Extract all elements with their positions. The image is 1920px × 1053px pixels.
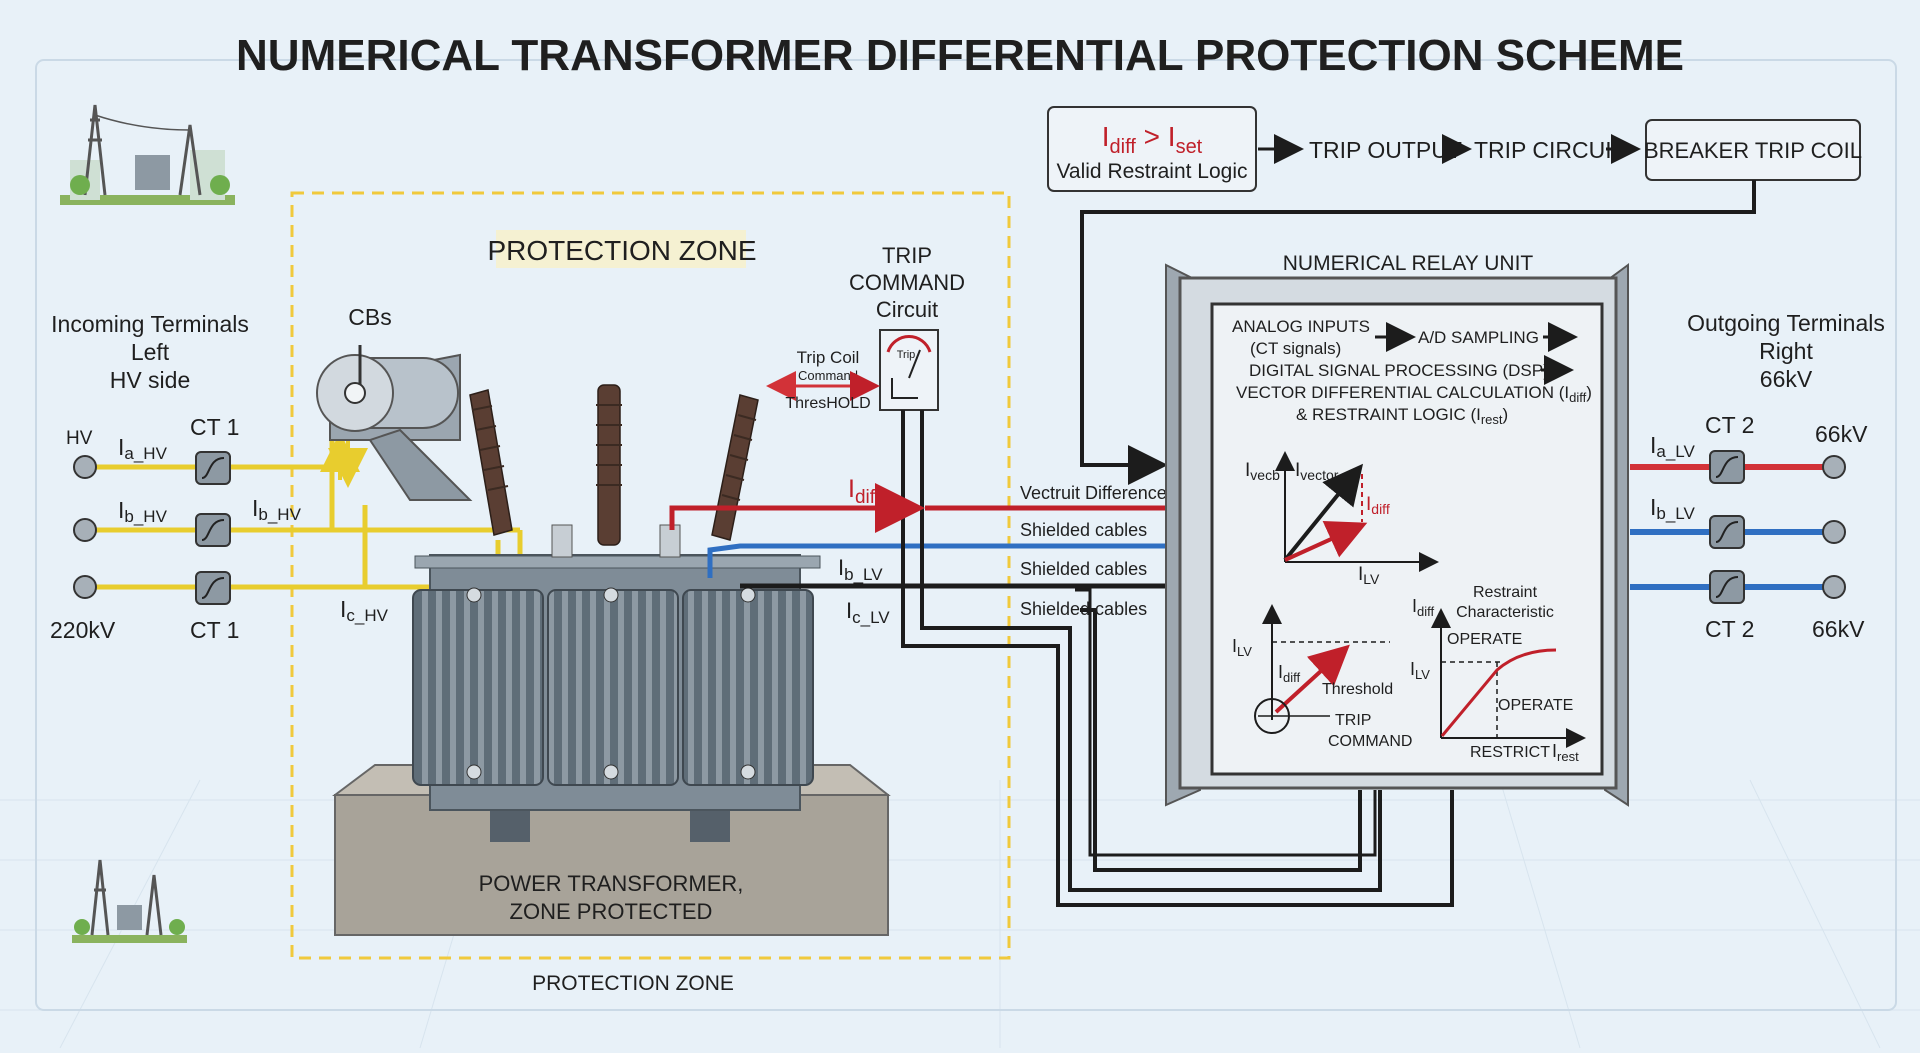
shielded-cables-2: Shielded cables — [1020, 559, 1147, 579]
trip-condition: Idiff > Iset — [1102, 121, 1203, 158]
trip-logic-chain: Idiff > Iset Valid Restraint Logic TRIP … — [1047, 106, 1862, 192]
shielded-cables-3: Shielded cables — [1020, 599, 1147, 619]
restraint-char-title-2: Characteristic — [1456, 604, 1554, 621]
shielded-cables-1: Shielded cables — [1020, 520, 1147, 540]
irest-label: Irest — [1552, 741, 1579, 764]
restraint-ilv-label: ILV — [1410, 659, 1430, 682]
trip-command-line3: Circuit — [876, 297, 938, 322]
idiff-label: Idiff — [848, 475, 881, 508]
threshold-idiff-label: Idiff — [1278, 662, 1301, 685]
protection-zone-border — [290, 191, 1011, 960]
incoming-title-1: Incoming Terminals — [51, 311, 249, 337]
breaker-trip-coil-label: BREAKER TRIP COIL — [1644, 138, 1862, 163]
vector-difference-label: Vectruit Difference — [1020, 483, 1167, 503]
power-transformer: POWER TRANSFORMER, ZONE PROTECTED — [332, 384, 891, 936]
incoming-title-3: HV side — [110, 367, 191, 393]
threshold-plot: ILV Idiff Threshold TRIP COMMAND — [1232, 604, 1412, 750]
kv-bottom-label: 66kV — [1812, 616, 1865, 642]
trip-command-circuit: TRIP COMMAND Circuit Trip Trip Coil Comm… — [766, 243, 965, 412]
ivector-label: Ivector — [1295, 460, 1339, 483]
ct1-top-label: CT 1 — [190, 414, 239, 440]
trip-circuit-label: TRIP CIRCUIT — [1474, 137, 1626, 163]
outgoing-terminals: Outgoing Terminals Right 66kV Ia_LV Ib_L… — [1630, 310, 1885, 642]
trip-coil-label: Trip Coil — [797, 348, 860, 367]
protection-zone-bottom-label: PROTECTION ZONE — [532, 972, 734, 995]
ct2-top-label: CT 2 — [1705, 412, 1754, 438]
operate-mid-label: OPERATE — [1498, 697, 1573, 714]
restrict-label: RESTRICT — [1470, 744, 1550, 761]
ad-sampling-label: A/D SAMPLING — [1418, 328, 1539, 347]
diagram-title: NUMERICAL TRANSFORMER DIFFERENTIAL PROTE… — [236, 31, 1684, 80]
trip-command-line2: COMMAND — [849, 270, 965, 295]
ia-hv-label: Ia_HV — [118, 434, 168, 463]
circuit-breaker — [316, 345, 473, 501]
restraint-logic-label: & RESTRAINT LOGIC (Irest) — [1296, 405, 1508, 427]
ct1-symbols — [195, 451, 231, 605]
trip-meter-label: Trip — [897, 349, 916, 361]
operate-top-label: OPERATE — [1447, 631, 1522, 648]
analog-inputs-label: ANALOG INPUTS — [1232, 317, 1370, 336]
substation-icon-small — [72, 859, 187, 943]
trip-coil-command-label: Command — [798, 368, 858, 383]
vector-calc-label: VECTOR DIFFERENTIAL CALCULATION (Idiff) — [1236, 383, 1592, 405]
transformer-label-2: ZONE PROTECTED — [510, 899, 713, 924]
ia-lv-label: Ia_LV — [1650, 432, 1695, 461]
background-grid — [0, 779, 1920, 1049]
substation-icon — [60, 104, 235, 205]
trip-output-label: TRIP OUTPUT — [1309, 137, 1462, 163]
signal-wires — [669, 410, 1454, 907]
incoming-voltage: 220kV — [50, 617, 116, 643]
transformer-label-1: POWER TRANSFORMER, — [479, 871, 744, 896]
dsp-label: DIGITAL SIGNAL PROCESSING (DSP) — [1249, 361, 1549, 380]
frame-border — [35, 59, 1897, 1011]
valid-restraint-logic: Valid Restraint Logic — [1056, 160, 1247, 183]
ct1-bottom-label: CT 1 — [190, 617, 239, 643]
outgoing-title-1: Outgoing Terminals — [1687, 310, 1885, 336]
numerical-relay-unit: NUMERICAL RELAY UNIT ANALOG INPUTS A/D S… — [1165, 252, 1629, 807]
trip-condition-box — [1047, 106, 1257, 192]
incoming-terminals: Incoming Terminals Left HV side HV 220kV… — [50, 311, 389, 643]
restraint-idiff-label: Idiff — [1412, 596, 1435, 619]
trip-command-line1: TRIP — [882, 243, 932, 268]
ivecb-label: Ivecb — [1245, 460, 1280, 483]
trip-feedback-wire — [1080, 180, 1756, 485]
zone-title-highlight — [496, 230, 746, 268]
incoming-title-2: Left — [131, 339, 170, 365]
ct2-bottom-label: CT 2 — [1705, 616, 1754, 642]
ib-lv-out-label: Ib_LV — [1650, 494, 1695, 523]
phasor-idiff-label: Idiff — [1366, 494, 1390, 517]
cbs-label: CBs — [348, 304, 391, 330]
outgoing-title-3: 66kV — [1760, 366, 1813, 392]
ib-hv-label-2: Ib_HV — [252, 495, 302, 524]
ic-hv-label: Ic_HV — [340, 596, 389, 625]
phasor-diagram: Ivecb Ivector Idiff ILV — [1245, 451, 1439, 587]
threshold-ilv-label: ILV — [1232, 636, 1252, 659]
kv-top-label: 66kV — [1815, 421, 1868, 447]
ic-lv-label: Ic_LV — [846, 598, 890, 627]
outgoing-title-2: Right — [1759, 338, 1813, 364]
relay-title: NUMERICAL RELAY UNIT — [1283, 252, 1534, 275]
trip-meter — [879, 329, 939, 411]
restraint-char-title-1: Restraint — [1473, 584, 1538, 601]
protection-zone-title: PROTECTION ZONE — [487, 235, 756, 266]
command-label-plot: COMMAND — [1328, 733, 1412, 750]
ib-lv-label: Ib_LV — [838, 555, 883, 584]
restraint-characteristic: Restraint Characteristic Idiff OPERATE I… — [1410, 584, 1586, 764]
trip-label-plot: TRIP — [1335, 712, 1371, 729]
ib-hv-label: Ib_HV — [118, 497, 168, 526]
phasor-ilv-label: ILV — [1358, 564, 1380, 587]
threshold-label-plot: Threshold — [1322, 681, 1393, 698]
hv-terminal-nodes — [73, 455, 97, 599]
threshold-label: ThresHOLD — [785, 395, 870, 412]
ct-signals-label: (CT signals) — [1250, 339, 1341, 358]
hv-label: HV — [66, 428, 93, 449]
